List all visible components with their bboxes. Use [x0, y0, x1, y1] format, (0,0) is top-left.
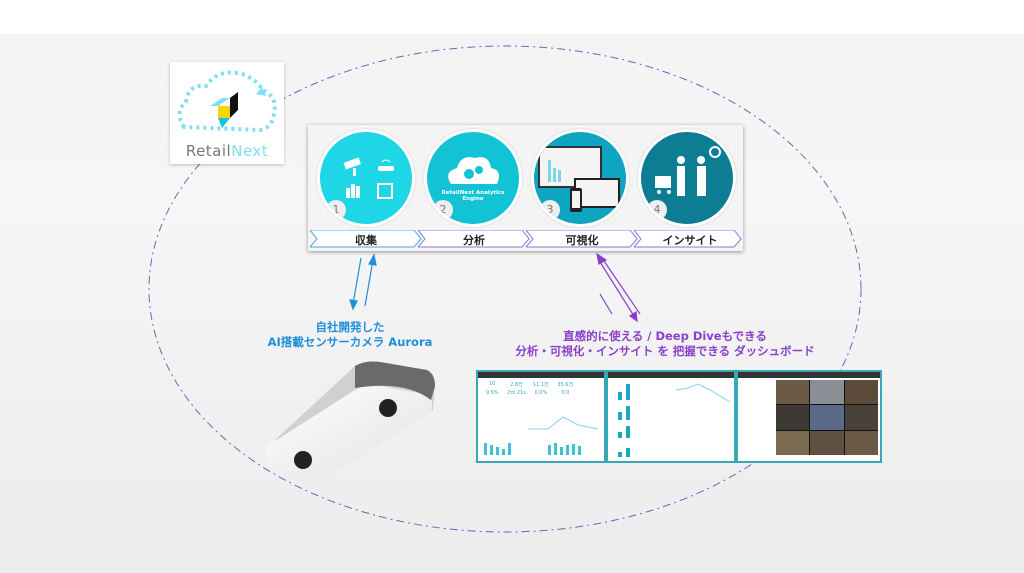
step-number: 4 [647, 200, 667, 220]
kpi-value: 0.0% [534, 390, 548, 396]
step-visualize: 3 [531, 129, 629, 227]
kpi-value: 0.0 [561, 390, 570, 396]
kpi-value: 9.5% [485, 390, 499, 396]
step-number: 1 [326, 200, 346, 220]
dashboard-caption-line1: 直感的に使える / Deep Diveもできる [563, 329, 767, 343]
step-collect: 1 [317, 129, 415, 227]
camera-caption-line1: 自社開発した [315, 320, 385, 334]
dashboard-screenshot-kpi: 10 2.8万 11.1万 35.6万 9.5% 2m 21s 0.0% 0.0 [476, 370, 606, 463]
step-label-collect: 収集 [308, 229, 422, 248]
dashboard-screenshot-video [736, 370, 882, 463]
kpi-value: 2.8万 [510, 382, 524, 388]
kpi-value: 2m 21s [507, 390, 526, 396]
kpi-value: 10 [489, 381, 496, 387]
step-label-insight: インサイト [632, 229, 746, 248]
mini-charts [618, 383, 731, 457]
aurora-camera-image [265, 361, 435, 477]
step-insight: 4 [638, 129, 736, 227]
retailnext-logo: RetailNext [170, 62, 284, 164]
shoppers-icon [655, 146, 721, 196]
process-panel: 1 RetailNext Analytics Engine 2 3 4 収集 分… [308, 125, 743, 251]
engine-label: RetailNext Analytics Engine [441, 190, 505, 202]
sensor-devices-icon [343, 157, 394, 199]
brand-text-retail: Retail [185, 142, 232, 160]
step-number: 3 [540, 200, 560, 220]
dashboard-screenshot-trends [606, 370, 736, 463]
cloud-cube-icon [177, 70, 277, 133]
bidirectional-arrow-camera [349, 253, 377, 311]
dashboard-caption-line2: 分析・可視化・インサイト を 把握できる ダッシュボード [515, 344, 815, 358]
cloud-gears-icon [448, 157, 499, 184]
step-analyze: RetailNext Analytics Engine 2 [424, 129, 522, 227]
step-label-visualize: 可視化 [524, 229, 638, 248]
kpi-value: 11.1万 [532, 382, 550, 388]
step-number: 2 [433, 200, 453, 220]
bidirectional-arrow-dashboard [596, 252, 641, 323]
devices-dashboard-icon [538, 146, 620, 212]
mini-charts [484, 416, 599, 455]
dashboard-caption: 直感的に使える / Deep Diveもできる 分析・可視化・インサイト を 把… [480, 329, 850, 359]
camera-caption-line2: AI搭載センサーカメラ Aurora [267, 335, 433, 349]
kpi-value: 35.6万 [557, 382, 574, 388]
brand-text-next: Next [231, 142, 269, 160]
camera-caption: 自社開発した AI搭載センサーカメラ Aurora [250, 320, 450, 350]
step-label-analyze: 分析 [416, 229, 530, 248]
